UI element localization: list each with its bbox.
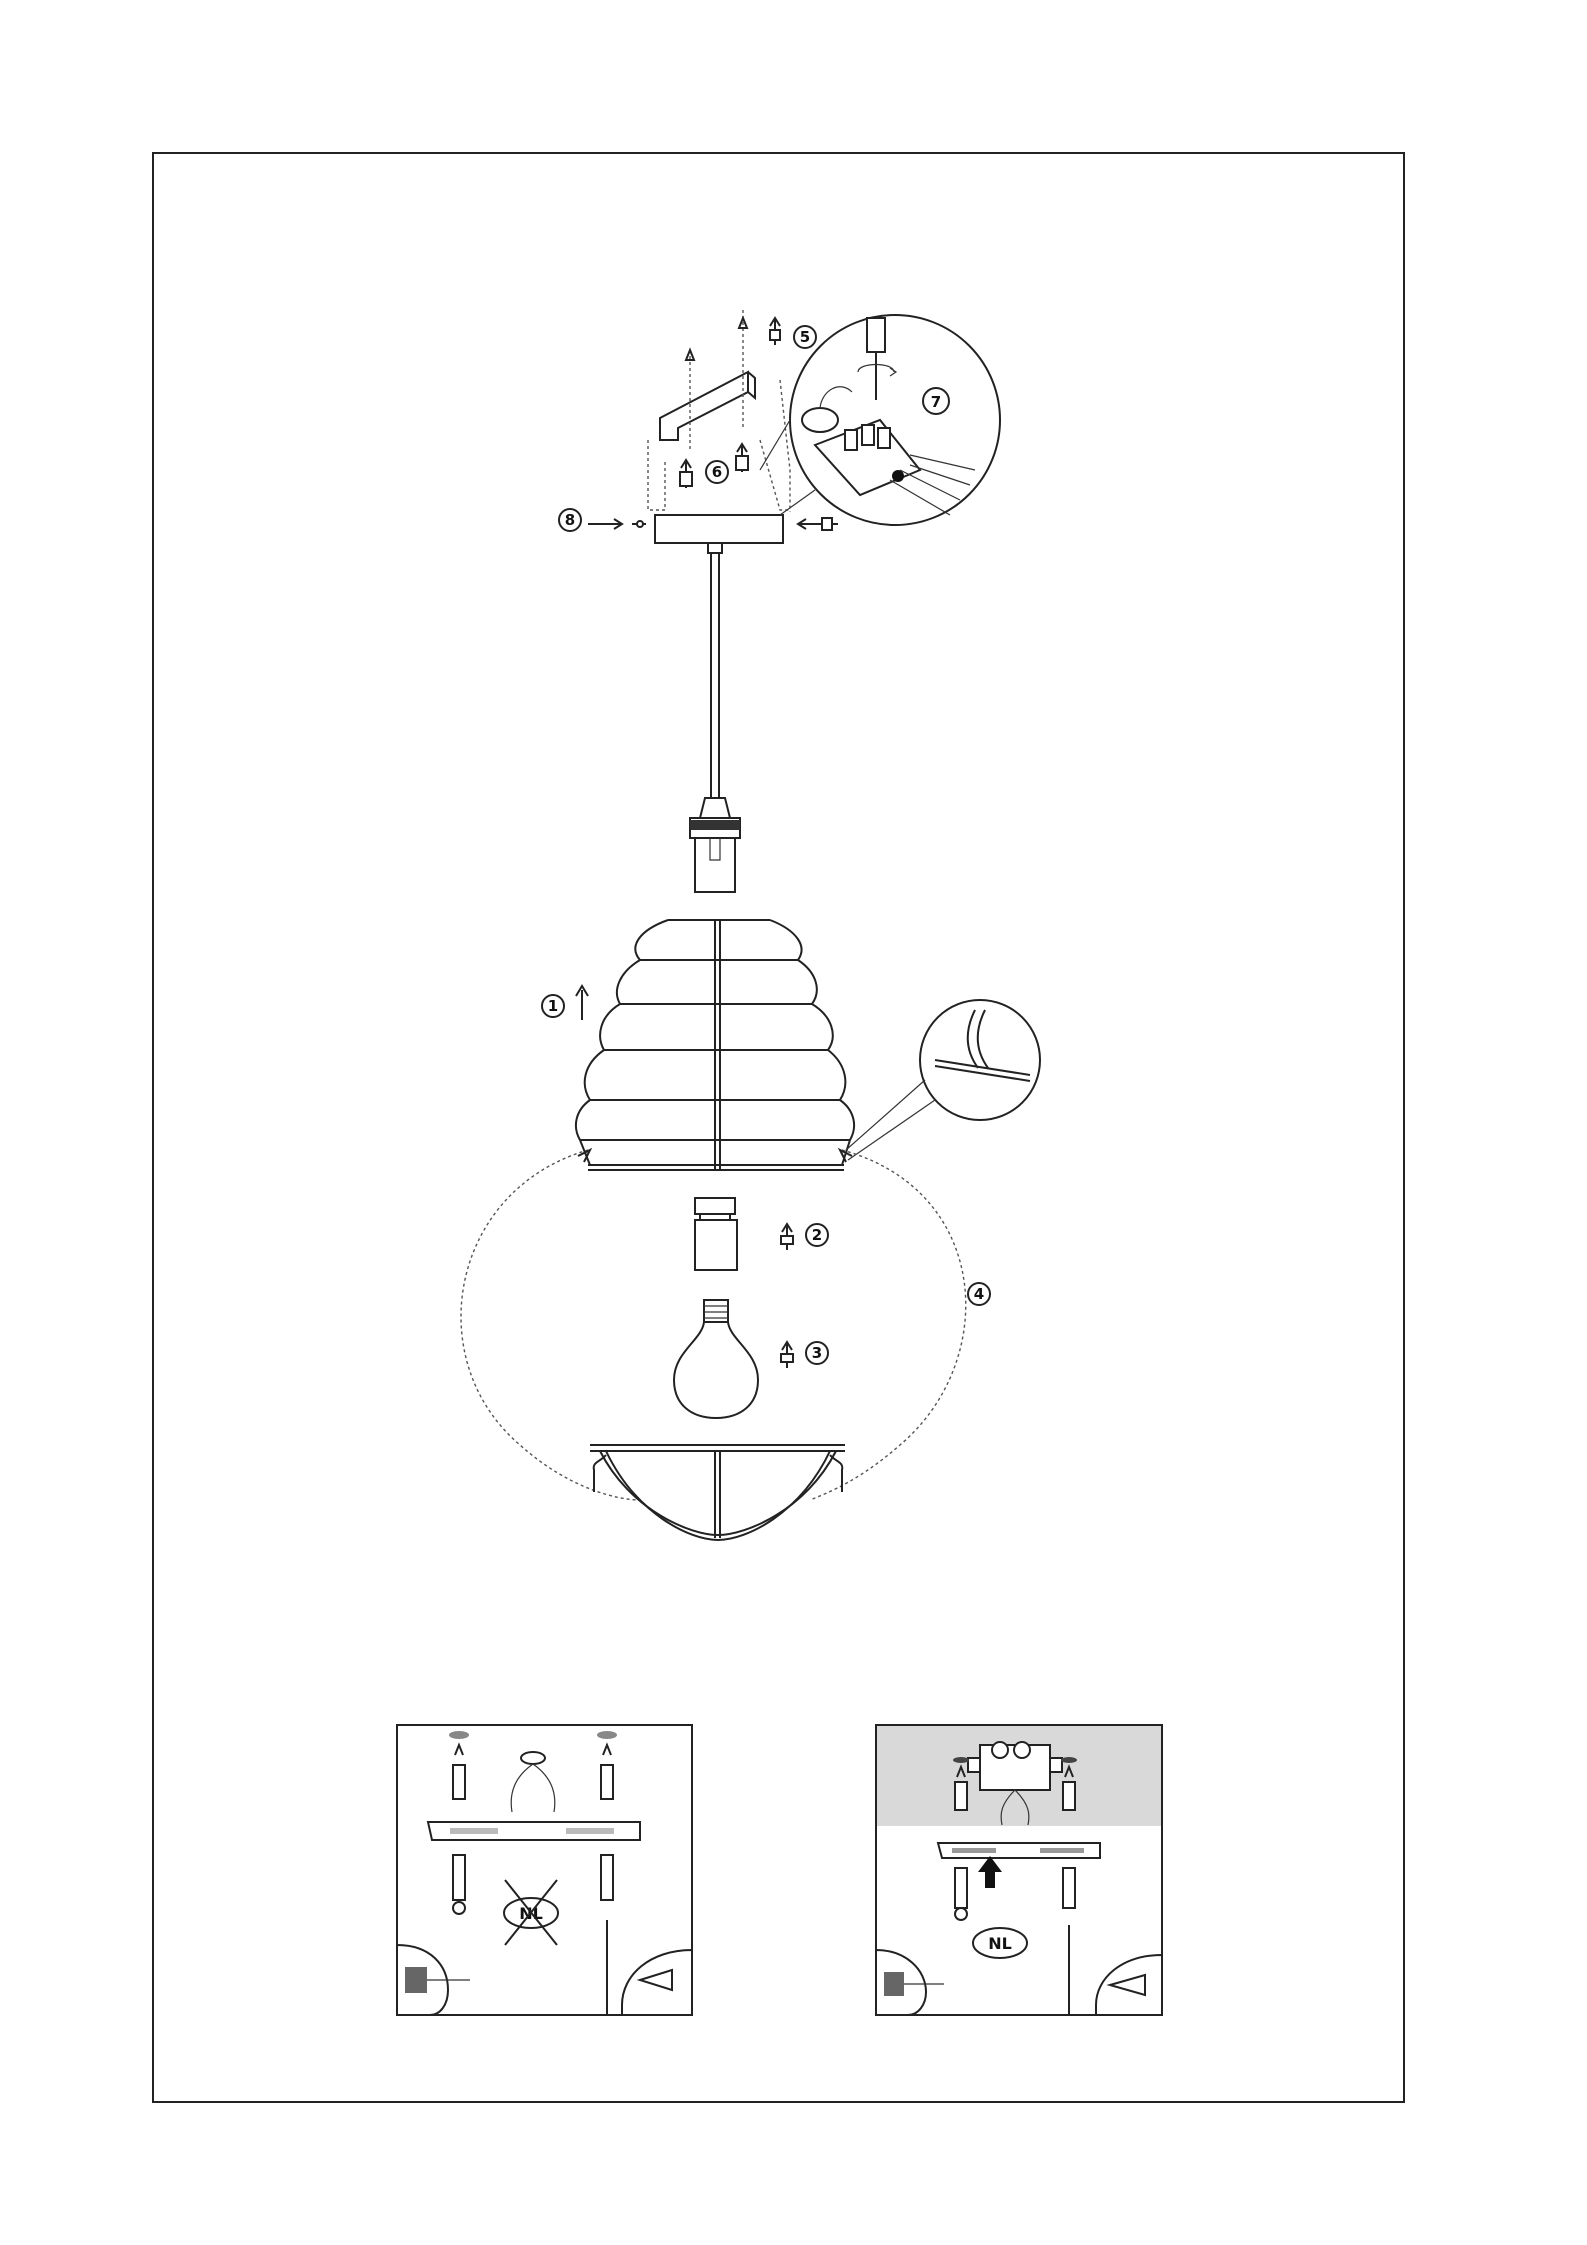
lamp-holder xyxy=(690,818,740,892)
step-badge-2: 2 xyxy=(806,1224,828,1246)
terminal-block-detail xyxy=(760,315,1000,525)
installation-panel-incorrect: NL xyxy=(397,1725,692,2015)
svg-text:7: 7 xyxy=(931,393,941,411)
svg-text:3: 3 xyxy=(812,1344,822,1362)
screw-icon xyxy=(770,318,780,345)
step-badge-3: 3 xyxy=(806,1342,828,1364)
bottom-cage xyxy=(590,1445,845,1540)
wire-shade xyxy=(576,920,854,1170)
svg-text:5: 5 xyxy=(800,328,810,346)
screw-icon xyxy=(781,1224,793,1250)
svg-text:6: 6 xyxy=(712,463,722,481)
svg-text:4: 4 xyxy=(974,1285,984,1303)
installation-panel-correct: NL xyxy=(876,1725,1162,2015)
step-badge-5: 5 xyxy=(794,326,816,348)
step-badge-6: 6 xyxy=(706,461,728,483)
step-badge-8: 8 xyxy=(559,509,581,531)
screw-icon xyxy=(453,1855,465,1914)
svg-text:2: 2 xyxy=(812,1226,822,1244)
svg-text:NL: NL xyxy=(988,1934,1012,1953)
hook-detail xyxy=(846,1000,1040,1160)
junction-box-icon xyxy=(968,1742,1062,1790)
screw-icon xyxy=(955,1868,967,1920)
screw-icon xyxy=(781,1342,793,1368)
up-arrow-icon xyxy=(576,986,588,1020)
wall-plug-icon xyxy=(680,460,692,488)
screw-icon xyxy=(1063,1868,1075,1908)
step-badge-7: 7 xyxy=(923,388,949,414)
rotate-path xyxy=(461,1150,640,1500)
screw-icon xyxy=(798,518,838,530)
wall-plug-icon xyxy=(736,444,748,472)
canopy xyxy=(655,515,783,543)
light-bulb-icon xyxy=(674,1300,758,1418)
svg-text:1: 1 xyxy=(548,997,558,1015)
pendant-cord xyxy=(700,553,730,818)
screw-icon xyxy=(601,1855,613,1900)
step-badge-1: 1 xyxy=(542,995,564,1017)
socket-sleeve xyxy=(695,1198,737,1270)
screw-icon xyxy=(588,519,646,529)
svg-text:8: 8 xyxy=(565,511,575,529)
step-badge-4: 4 xyxy=(968,1283,990,1305)
